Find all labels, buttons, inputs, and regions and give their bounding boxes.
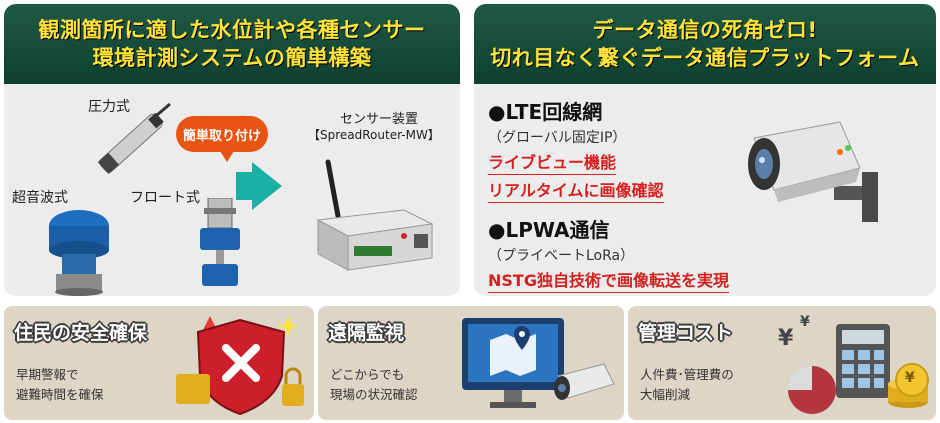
yen-symbol-1: ¥ <box>778 326 794 351</box>
comm-header-line1: データ通信の死角ゼロ! <box>592 18 818 42</box>
security-shield-icon: ! <box>176 316 304 416</box>
label-pressure: 圧力式 <box>88 99 130 115</box>
cost-title: 管理コスト <box>638 322 734 344</box>
lpwa-subtitle: （プライベートLoRa） <box>488 248 635 264</box>
device-label-line2: 【SpreadRouter-MW】 <box>308 128 440 142</box>
safety-title: 住民の安全確保 <box>14 322 148 344</box>
ultrasonic-sensor-icon <box>49 210 109 296</box>
lte-subtitle: （グローバル固定IP） <box>488 130 627 146</box>
pressure-sensor-icon <box>97 102 171 175</box>
lte-feature-2: リアルタイムに画像確認 <box>488 177 664 203</box>
sensor-panel-header: 観測箇所に適した水位計や各種センサー 環境計測システムの簡単構築 <box>4 4 460 84</box>
lpwa-feature-1: NSTG独自技術で画像転送を実現 <box>488 267 729 293</box>
sensor-panel: 観測箇所に適した水位計や各種センサー 環境計測システムの簡単構築 圧力式 超音波… <box>4 4 460 296</box>
lte-feature-1: ライブビュー機能 <box>488 149 617 175</box>
monitor-map-icon <box>462 318 615 408</box>
cost-card: 管理コスト 人件費･管理費の 大幅削減 ¥ ¥ ¥ <box>628 306 936 420</box>
security-camera-icon <box>748 121 878 222</box>
float-sensor-icon <box>200 198 240 286</box>
sensor-header-line1: 観測箇所に適した水位計や各種センサー <box>38 18 426 42</box>
calculator-chart-coins-icon <box>788 324 929 414</box>
arrow-stem <box>236 172 254 200</box>
safety-line2: 避難時間を確保 <box>16 387 104 402</box>
communication-panel-header: データ通信の死角ゼロ! 切れ目なく繋ぐデータ通信プラットフォーム <box>474 4 936 84</box>
remote-title: 遠隔監視 <box>328 322 405 344</box>
easy-install-callout: 簡単取り付け <box>176 116 268 162</box>
lte-title: ●LTE回線網 <box>488 100 603 124</box>
remote-line1: どこからでも <box>330 367 405 382</box>
cost-line2: 大幅削減 <box>640 387 691 402</box>
arrow-right-icon <box>252 162 282 210</box>
cost-line1: 人件費･管理費の <box>640 367 734 382</box>
router-device-icon <box>316 159 434 271</box>
label-float: フロート式 <box>130 190 200 206</box>
lte-item: ●LTE回線網 （グローバル固定IP） ライブビュー機能 リアルタイムに画像確認 <box>488 96 664 203</box>
sensor-header-line2: 環境計測システムの簡単構築 <box>92 46 372 70</box>
communication-panel: データ通信の死角ゼロ! 切れ目なく繋ぐデータ通信プラットフォーム ●LTE回線網… <box>474 4 936 296</box>
label-ultrasonic: 超音波式 <box>12 190 68 206</box>
lpwa-item: ●LPWA通信 （プライベートLoRa） NSTG独自技術で画像転送を実現 <box>488 214 729 293</box>
coin-yen-symbol: ¥ <box>905 370 915 386</box>
lpwa-title: ●LPWA通信 <box>488 218 610 242</box>
remote-line2: 現場の状況確認 <box>330 387 418 402</box>
safety-card: 住民の安全確保 早期警報で 避難時間を確保 ! <box>4 306 314 420</box>
comm-header-line2: 切れ目なく繋ぐデータ通信プラットフォーム <box>490 46 920 70</box>
yen-symbol-2: ¥ <box>800 314 810 330</box>
safety-line1: 早期警報で <box>16 367 79 382</box>
remote-monitoring-card: 遠隔監視 どこからでも 現場の状況確認 <box>318 306 624 420</box>
device-label-line1: センサー装置 <box>340 112 419 127</box>
